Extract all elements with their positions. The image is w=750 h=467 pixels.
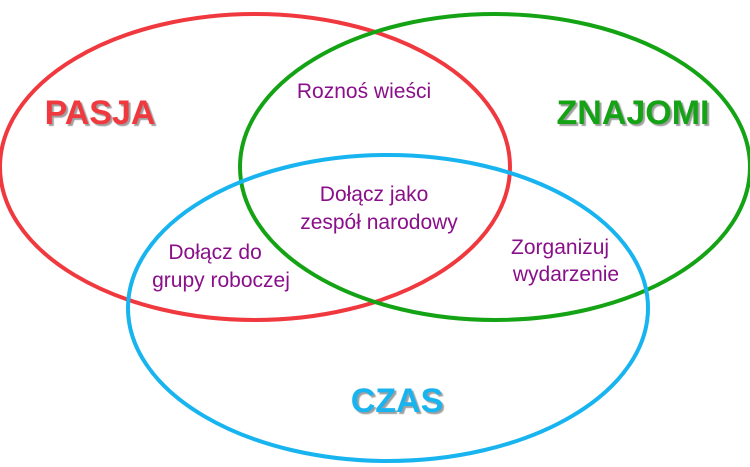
set-label-pasja: PASJA: [45, 94, 156, 132]
circle-znajomi: [238, 12, 750, 322]
region-line: zespół narodowy: [300, 211, 458, 234]
circle-czas: [126, 153, 650, 463]
region-label-pasja-czas: Dołącz do grupy roboczej: [152, 241, 290, 292]
set-label-czas: CZAS: [351, 382, 444, 420]
region-line: Zorganizuj: [511, 236, 609, 259]
region-line: Roznoś wieści: [297, 80, 431, 103]
region-label-pasja-znajomi: Roznoś wieści: [297, 80, 431, 103]
region-line: Dołącz jako: [320, 183, 429, 206]
region-line: Dołącz do: [168, 241, 261, 264]
region-label-all-three: Dołącz jako zespół narodowy: [300, 183, 458, 234]
set-label-znajomi: ZNAJOMI: [557, 94, 710, 132]
region-label-znajomi-czas: Zorganizuj wydarzenie: [511, 236, 619, 286]
region-line: wydarzenie: [512, 263, 619, 286]
region-line: grupy roboczej: [152, 269, 290, 292]
circle-pasja: [0, 12, 512, 322]
